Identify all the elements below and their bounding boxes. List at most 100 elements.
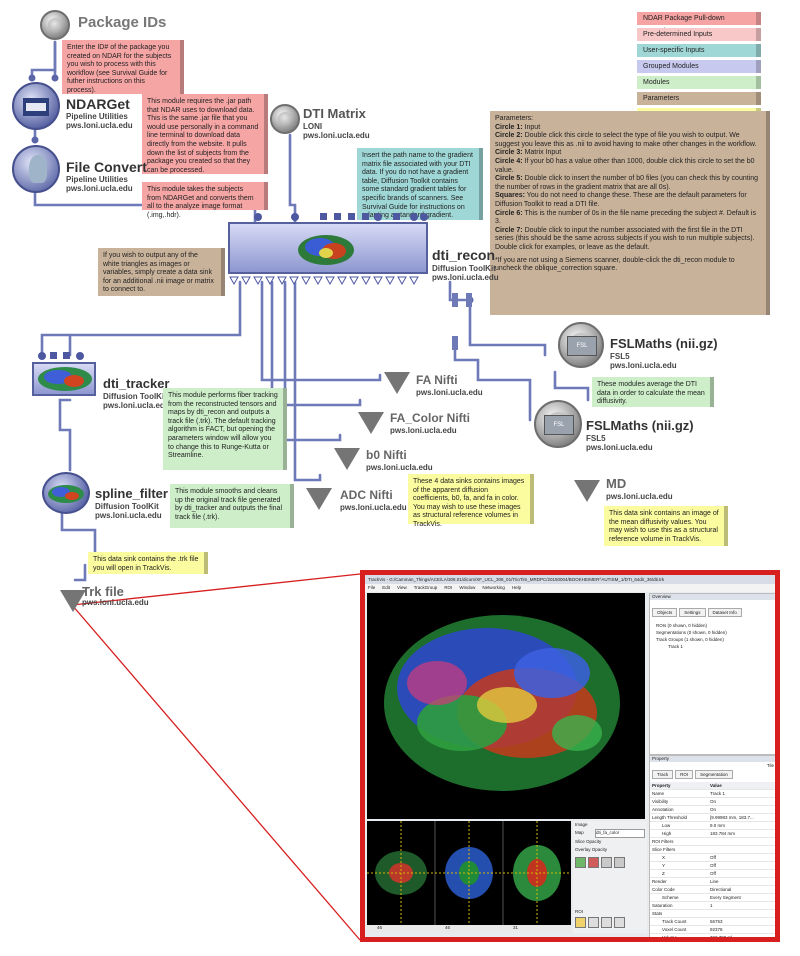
panel-tab[interactable]: ROI <box>675 770 694 779</box>
parameter-key: Circle 4: <box>495 157 523 165</box>
map-select[interactable]: dti_fa_color <box>595 829 645 838</box>
adc-nifti-server: pws.loni.ucla.edu <box>340 503 407 512</box>
tree-item[interactable]: ROIs (0 shown, 0 hidden) <box>656 623 708 628</box>
dti-matrix-input-icon[interactable] <box>270 104 300 134</box>
overview-label: Overview <box>650 594 775 600</box>
panel-tab[interactable]: Dataset Info <box>707 608 742 617</box>
tool-icon[interactable] <box>614 857 625 868</box>
map-label: Map <box>575 830 584 835</box>
spline-filter-module-icon[interactable] <box>42 472 90 514</box>
property-value[interactable]: 9.0 mm <box>710 823 726 828</box>
tile-checkbox[interactable]: Tile <box>766 763 774 768</box>
property-value[interactable]: Off <box>710 871 716 876</box>
dti-recon-package: Diffusion ToolKit <box>432 264 496 273</box>
panel-tab[interactable]: Track <box>652 770 674 779</box>
property-key: Y <box>662 863 666 868</box>
roi-tool-icon[interactable] <box>588 917 599 928</box>
property-value[interactable]: On <box>710 799 717 804</box>
tree-item[interactable]: Segmentations (0 shown, 0 hidden) <box>656 630 727 635</box>
package-ids-input-icon[interactable] <box>40 10 70 40</box>
fslmaths-2-server: pws.loni.ucla.edu <box>586 443 653 452</box>
roi-tool-icon[interactable] <box>575 917 586 928</box>
property-key: Stats <box>652 911 663 916</box>
parameter-line: Circle 6: This is the number of 0s in th… <box>495 210 761 227</box>
trackvis-3d-view[interactable] <box>367 593 645 819</box>
roi-tool-icon[interactable] <box>601 917 612 928</box>
property-value[interactable]: Track 1 <box>710 791 725 796</box>
slice-y-value[interactable]: 46 <box>445 925 451 930</box>
slice-z-value[interactable]: 31 <box>513 925 519 930</box>
menu-item[interactable]: Window <box>459 585 476 590</box>
menu-item[interactable]: TrackGroup <box>413 585 438 590</box>
trk-file-sink-icon[interactable] <box>60 590 86 612</box>
panel-tab[interactable]: Settings <box>679 608 706 617</box>
property-value[interactable]: On <box>710 807 717 812</box>
property-row[interactable]: ROI Filters <box>650 838 775 846</box>
property-value[interactable]: Off <box>710 863 716 868</box>
slice-controls[interactable]: 46 46 31 <box>367 925 571 933</box>
menu-item[interactable]: Help <box>511 585 522 590</box>
b0-nifti-sink-icon[interactable] <box>334 448 360 470</box>
menu-item[interactable]: Edit <box>382 585 391 590</box>
parameter-line: Squares: You do not need to change these… <box>495 192 761 209</box>
property-value[interactable]: 92378 <box>710 927 723 932</box>
property-key: Name <box>652 791 665 796</box>
property-value[interactable]: 723.798 ml <box>710 935 733 939</box>
property-value[interactable]: Every Segment <box>710 895 741 900</box>
menu-item[interactable]: File <box>368 585 376 590</box>
fa-color-nifti-sink-icon[interactable] <box>358 412 384 434</box>
property-value[interactable]: Line <box>710 879 719 884</box>
tool-icon[interactable] <box>588 857 599 868</box>
slice-x-value[interactable]: 46 <box>377 925 383 930</box>
property-row[interactable]: Name Track 1 <box>650 790 775 798</box>
tool-icon[interactable] <box>575 857 586 868</box>
tree-item[interactable]: Track 1 <box>668 644 683 649</box>
property-value[interactable]: Directional <box>710 887 732 892</box>
property-row[interactable]: Slice Filters <box>650 846 775 854</box>
fa-nifti-sink-icon[interactable] <box>384 372 410 394</box>
adc-nifti-sink-icon[interactable] <box>306 488 332 510</box>
menu-item[interactable]: View <box>397 585 407 590</box>
file-convert-module-icon[interactable] <box>12 145 60 193</box>
value-col-header: Value <box>710 783 722 788</box>
md-sink-icon[interactable] <box>574 480 600 502</box>
tool-icon[interactable] <box>601 857 612 868</box>
property-row[interactable]: Length Threshold[9.99983 mm, 183.7... <box>650 814 775 822</box>
panel-tab[interactable]: Segmentation <box>695 770 733 779</box>
parameter-key: Circle 5: <box>495 175 523 183</box>
property-row[interactable]: Y Off <box>650 862 775 870</box>
dti-tracker-module[interactable] <box>32 362 96 396</box>
property-value[interactable]: 1 <box>710 903 713 908</box>
property-value[interactable]: 56753 <box>710 919 723 924</box>
dti-recon-module[interactable] <box>228 222 428 274</box>
parameter-line: Circle 5: Double click to insert the num… <box>495 175 761 192</box>
menu-item[interactable]: ROI <box>444 585 453 590</box>
menu-item[interactable]: Networking <box>482 585 505 590</box>
property-row[interactable]: Stats <box>650 910 775 918</box>
parameter-line: Circle 3: Matrix Input <box>495 149 761 158</box>
file-convert-package: Pipeline Utilities <box>66 175 128 184</box>
property-value[interactable]: [9.99983 mm, 183.7... <box>710 815 754 820</box>
roi-tool-icon[interactable] <box>614 917 625 928</box>
trackvis-slice-views[interactable]: 46 46 31 <box>367 821 571 933</box>
ndarget-module-icon[interactable] <box>12 82 60 130</box>
panel-tab[interactable]: Objects <box>652 608 678 617</box>
property-value[interactable]: Off <box>710 855 716 860</box>
property-value[interactable]: 183.784 mm <box>710 831 736 836</box>
tree-item[interactable]: Track Groups (1 shown, 0 hidden) <box>656 637 724 642</box>
